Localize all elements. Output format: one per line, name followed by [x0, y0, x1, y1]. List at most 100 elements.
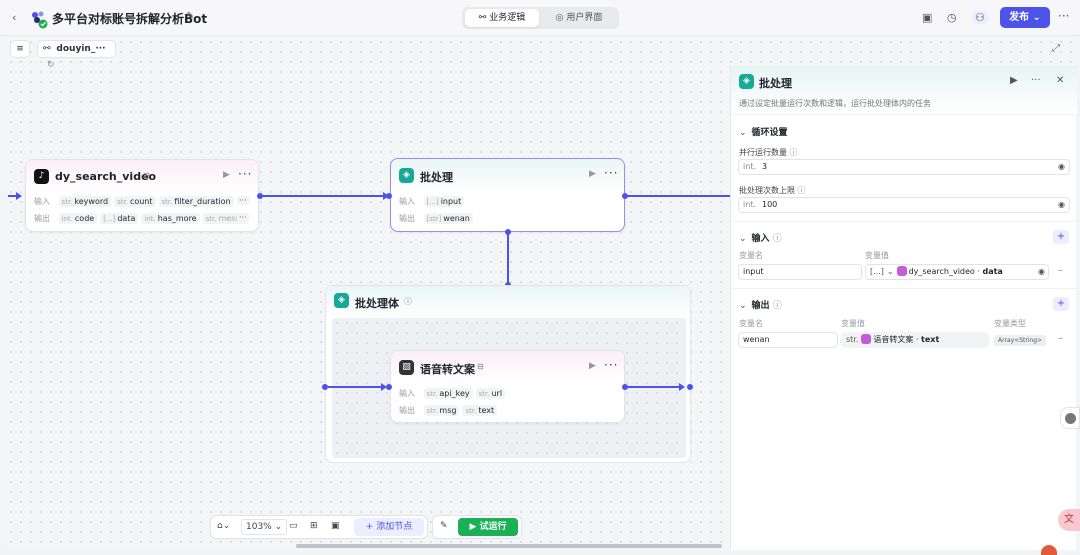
- node-batch[interactable]: ◈ 批处理 ▶ ··· 输入 [...]input 输出 [str]wenan: [390, 158, 625, 232]
- remove-input-icon[interactable]: –: [1058, 265, 1063, 276]
- input-port[interactable]: [386, 193, 392, 199]
- edge-arrow: [16, 192, 22, 200]
- node-title: 语音转文案: [420, 363, 475, 376]
- bot-title: 多平台对标账号拆解分析Bot: [52, 12, 208, 26]
- view-switch: ⚯ 业务逻辑 ◎ 用户界面: [462, 7, 619, 29]
- info-icon[interactable]: ⓘ: [404, 297, 412, 306]
- edge-body-speech: [328, 386, 384, 388]
- publish-button[interactable]: 发布 ⌄: [1000, 7, 1050, 28]
- more-icon[interactable]: ···: [1058, 9, 1070, 23]
- add-input-button[interactable]: +: [1053, 230, 1069, 244]
- run-toolbar: ✎ ▶ 试运行: [432, 515, 522, 539]
- collaborators-icon[interactable]: ⚇: [972, 11, 988, 24]
- briefcase-icon[interactable]: ▣: [922, 11, 933, 24]
- zoom-select[interactable]: 103% ⌄: [241, 519, 288, 535]
- edge-batch-body: [507, 233, 509, 285]
- test-run-button[interactable]: ▶ 试运行: [458, 518, 518, 536]
- output-port[interactable]: [622, 384, 628, 390]
- back-arrow-icon[interactable]: ‹: [12, 11, 17, 24]
- edge-arrow: [679, 383, 685, 391]
- body-port[interactable]: [505, 229, 511, 235]
- output-var-name-field[interactable]: wenan: [738, 332, 838, 348]
- info-icon: ⓘ: [772, 301, 782, 311]
- more-params-icon[interactable]: ···: [237, 196, 249, 205]
- value-picker-icon: ◉: [1058, 162, 1065, 171]
- panel-more-icon[interactable]: ···: [1031, 75, 1041, 86]
- remove-output-icon[interactable]: –: [1058, 333, 1063, 344]
- add-output-button[interactable]: +: [1053, 297, 1069, 311]
- translate-icon[interactable]: 文: [1058, 509, 1080, 531]
- panel-description: 通过设定批量运行次数和逻辑，运行批处理体内的任务: [739, 99, 931, 108]
- horizontal-scrollbar[interactable]: [296, 544, 722, 548]
- mouse-mode-icon[interactable]: ⌂⌄: [217, 521, 231, 531]
- node-more-icon[interactable]: ···: [238, 167, 253, 181]
- output-type-badge: Array<String>: [994, 335, 1047, 346]
- edge-in: [8, 195, 20, 197]
- max-count-input[interactable]: int.100◉: [738, 197, 1070, 213]
- parallel-count-label: 并行运行数量 ⓘ: [739, 148, 798, 157]
- node-title: 批处理: [420, 171, 453, 184]
- section-loop-settings[interactable]: ⌄循环设置: [739, 128, 788, 138]
- node-list-toggle-icon[interactable]: ≡: [10, 40, 30, 58]
- edge-batch-out: [626, 195, 730, 197]
- parallel-count-input[interactable]: int.3◉: [738, 159, 1070, 175]
- plugin-ref-icon: [861, 334, 872, 344]
- node-dy-search-video[interactable]: ♪ dy_search_video ⊟ ▶ ··· 输入 str.keyword…: [25, 159, 259, 232]
- node-more-icon[interactable]: ···: [604, 358, 619, 372]
- section-input[interactable]: ⌄输入 ⓘ: [739, 234, 782, 244]
- run-node-icon[interactable]: ▶: [589, 361, 596, 371]
- max-count-label: 批处理次数上限 ⓘ: [739, 186, 806, 195]
- debug-tool-icon[interactable]: ✎: [440, 521, 448, 531]
- edge-arrow: [381, 383, 387, 391]
- batch-icon: ◈: [739, 74, 754, 89]
- layout-icon[interactable]: ▣: [331, 521, 340, 531]
- value-picker-icon: ◉: [1038, 267, 1045, 276]
- input-var-name-field[interactable]: input: [738, 264, 862, 280]
- bot-avatar-icon: [32, 11, 48, 29]
- batch-icon: ◈: [334, 293, 349, 308]
- batch-icon: ◈: [399, 168, 414, 183]
- output-port[interactable]: [257, 193, 263, 199]
- edge-speech-body: [626, 386, 682, 388]
- section-output[interactable]: ⌄输出 ⓘ: [739, 301, 782, 311]
- plugin-badge-icon: ⊟: [477, 362, 484, 371]
- output-var-value-field[interactable]: str.语音转文案 · text: [841, 332, 989, 348]
- body-input-port[interactable]: [322, 384, 328, 390]
- floating-widget-icon[interactable]: [1041, 545, 1057, 555]
- close-icon[interactable]: ✕: [1056, 75, 1065, 86]
- tab-business-logic[interactable]: ⚯ 业务逻辑: [465, 9, 539, 27]
- edge-search-batch: [261, 195, 386, 197]
- minimap-icon[interactable]: ⊞: [310, 521, 318, 531]
- input-port[interactable]: [386, 384, 392, 390]
- plugin-ref-icon: [896, 266, 907, 276]
- input-var-value-field[interactable]: [...]⌄dy_search_video · data ◉: [865, 264, 1049, 280]
- assistant-float-button[interactable]: [1060, 407, 1080, 429]
- plugin-badge-icon: ⊟: [143, 171, 150, 180]
- workflow-icon: ⚯: [43, 44, 51, 54]
- more-outputs-icon[interactable]: ···: [237, 213, 249, 222]
- add-node-button[interactable]: + 添加节点: [354, 518, 424, 536]
- output-port[interactable]: [622, 193, 628, 199]
- info-icon: ⓘ: [772, 234, 782, 244]
- info-icon: ⓘ: [797, 186, 806, 195]
- workflow-tab[interactable]: ⚯ douyin_··· ↻: [37, 40, 116, 70]
- plugin-image-icon: ▨: [399, 360, 414, 375]
- run-node-icon[interactable]: ▶: [1010, 75, 1018, 86]
- comment-icon[interactable]: ▭: [289, 521, 298, 531]
- expand-icon[interactable]: ⤢: [1052, 43, 1060, 54]
- edit-icon[interactable]: ✎: [186, 11, 195, 22]
- assistant-icon: [1065, 413, 1076, 424]
- body-output-port[interactable]: [687, 384, 693, 390]
- batch-config-panel: ◈ 批处理 ▶ ··· ✕ 通过设定批量运行次数和逻辑，运行批处理体内的任务 ⌄…: [730, 66, 1077, 550]
- refresh-icon[interactable]: ↻: [47, 60, 55, 70]
- node-more-icon[interactable]: ···: [604, 166, 619, 180]
- batch-body-title: 批处理体: [355, 297, 399, 310]
- value-picker-icon: ◉: [1058, 200, 1065, 209]
- history-icon[interactable]: ◷: [947, 11, 957, 24]
- tab-user-interface[interactable]: ◎ 用户界面: [555, 13, 603, 23]
- info-icon: ⓘ: [789, 148, 798, 157]
- run-node-icon[interactable]: ▶: [223, 170, 230, 180]
- node-title: dy_search_video: [55, 170, 157, 183]
- run-node-icon[interactable]: ▶: [589, 169, 596, 179]
